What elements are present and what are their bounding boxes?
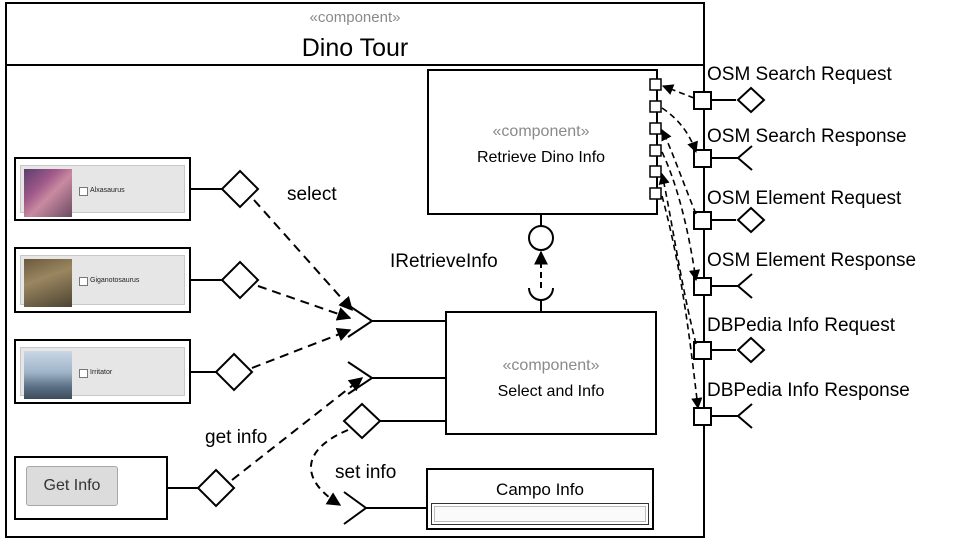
retrieve-port-6 [649,187,662,200]
flow-dino2-select [257,285,352,321]
port-label-3: OSM Element Request [707,188,902,209]
dino-name: Irritator [90,369,113,376]
port-osm-search-request [693,86,766,114]
port-dbpedia-info-request [693,336,766,364]
flow-port-6 [661,195,703,410]
flow-port-4 [661,151,701,282]
retrieve-stereotype: «component» [493,123,590,140]
select-and-info-component [445,311,657,435]
port-osm-element-response [693,273,753,299]
port-label-2: OSM Search Response [707,126,907,147]
retrieve-dino-info-component [427,69,658,215]
select-input-pin [347,304,374,338]
flow-port-2 [661,107,698,154]
flow-label-get-info: get info [205,427,267,448]
retrieve-port-5 [649,165,662,178]
dino-tour-title: Dino Tour [302,34,409,62]
flow-button-getinfo [231,377,364,481]
flow-port-5 [658,172,697,345]
dino3-output-pin [214,352,254,392]
dino-checkbox[interactable] [79,187,88,196]
flow-label-set-info: set info [335,462,396,483]
setinfo-output-pin [342,402,382,440]
button-output-pin [196,468,236,508]
port-label-1: OSM Search Request [707,64,893,85]
dino-panel-alxasaurus: Alxasaurus [14,157,191,221]
dino1-output-pin [220,169,260,209]
dino-tour-header-box [5,2,705,66]
port-osm-element-request [693,206,766,234]
retrieve-port-3 [649,122,662,135]
port-dbpedia-info-response [693,403,753,429]
campo-input-pin [343,491,368,525]
select-info-stereotype: «component» [503,357,600,374]
flow-dino1-select [253,199,353,312]
campo-info-title: Campo Info [496,480,584,499]
flow-dino3-select [251,328,352,369]
dino-image [24,169,72,217]
dino-checkbox[interactable] [79,277,88,286]
flow-port-1 [661,84,695,99]
port-label-5: DBPedia Info Request [707,315,896,336]
flow-setinfo-campo [310,429,349,506]
flow-label-select: select [287,184,337,205]
interface-label: IRetrieveInfo [390,251,498,272]
retrieve-port-4 [649,144,662,157]
dino-tour-stereotype: «component» [310,9,401,26]
get-info-button[interactable]: Get Info [26,466,118,506]
dino-checkbox[interactable] [79,369,88,378]
retrieve-port-2 [649,100,662,113]
dino-panel-irritator: Irritator [14,339,191,404]
select-info-title: Select and Info [498,383,605,400]
dino-name: Giganotosaurus [90,277,140,284]
provided-interface-ball [528,225,554,251]
dino2-output-pin [220,260,260,300]
retrieve-title: Retrieve Dino Info [477,149,605,166]
get-info-panel: Get Info [14,456,168,520]
campo-info-field[interactable] [431,503,649,525]
port-label-4: OSM Element Response [707,250,916,271]
flow-port-3 [661,128,697,215]
dino-panel-giganotosaurus: Giganotosaurus [14,247,191,313]
retrieve-port-1 [649,78,662,91]
dino-image [24,351,72,399]
dino-name: Alxasaurus [90,187,125,194]
dino-image [24,259,72,307]
port-osm-search-response [693,145,753,171]
port-label-6: DBPedia Info Response [707,380,910,401]
campo-info-panel: Campo Info [426,468,654,530]
